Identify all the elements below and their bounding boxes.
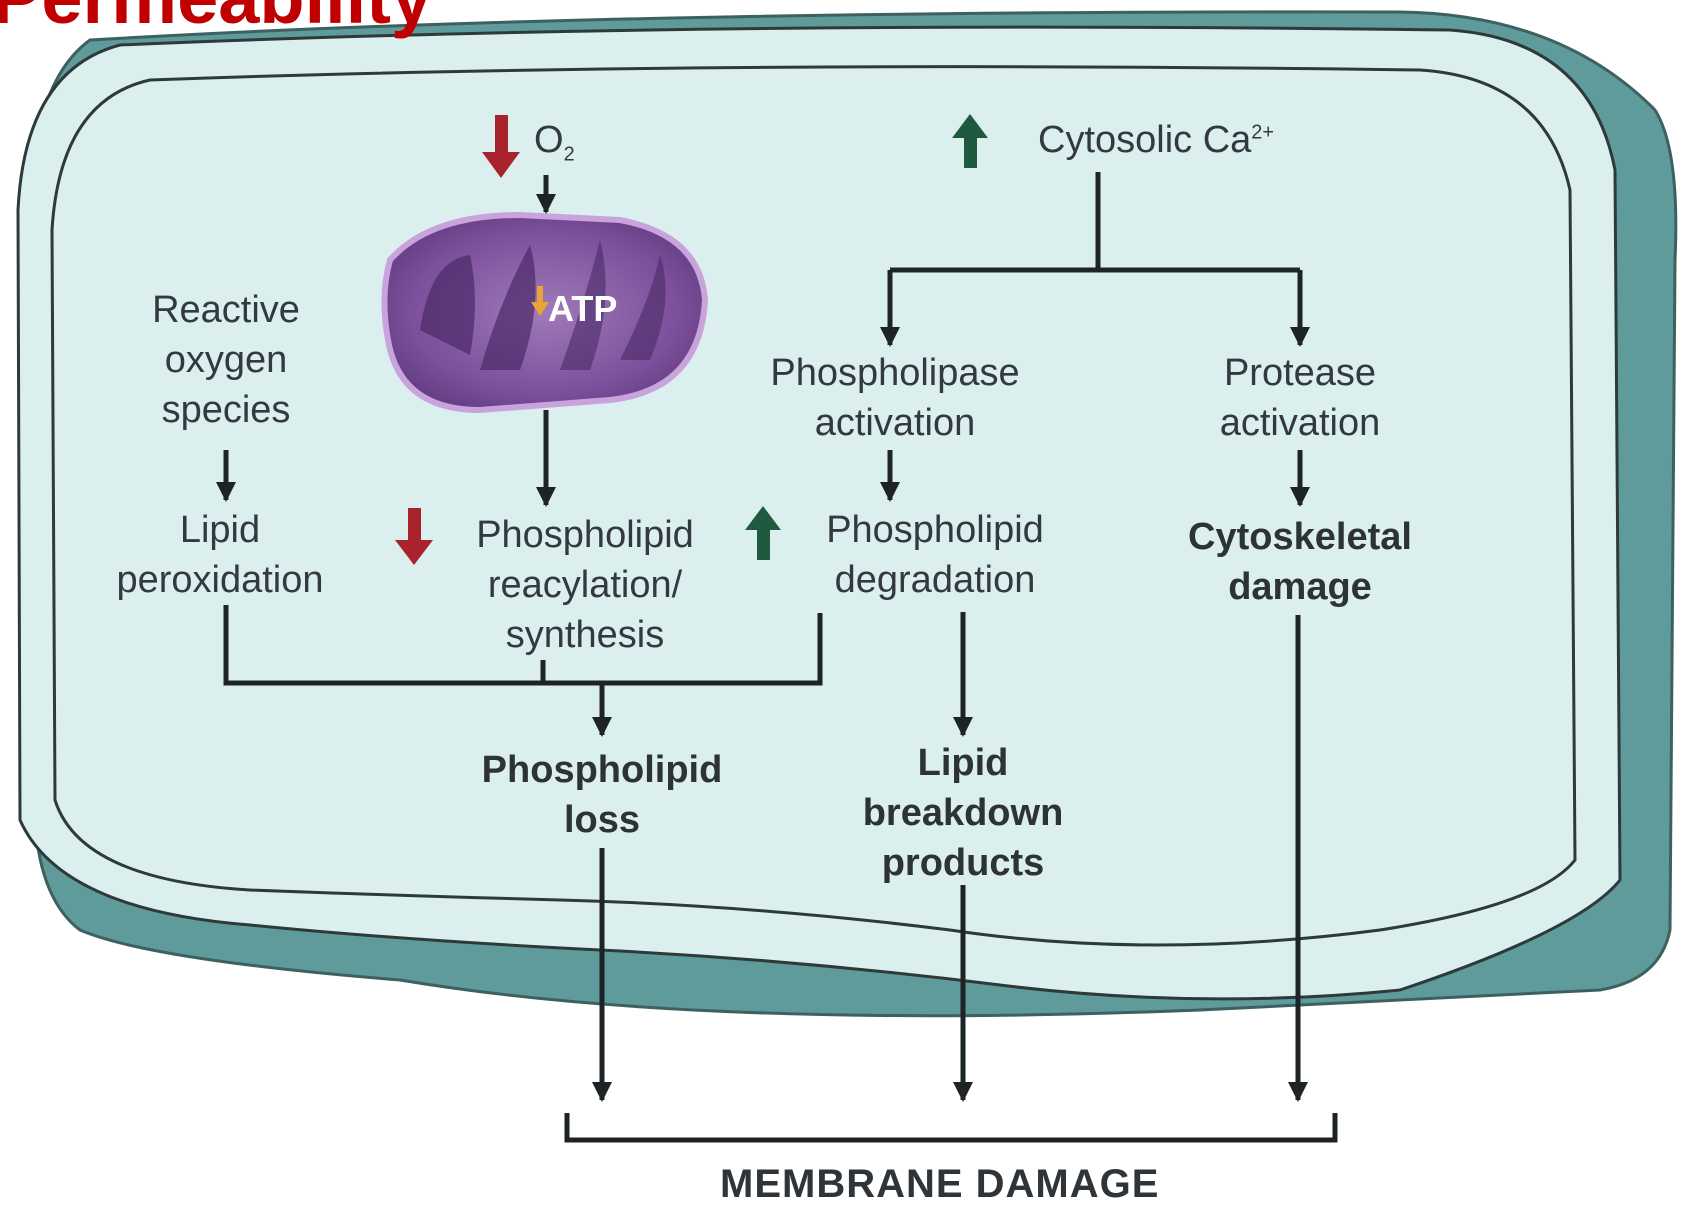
phospholipid-loss-line-1: Phospholipid bbox=[462, 745, 742, 795]
reacylation-line-1: Phospholipid bbox=[450, 510, 720, 560]
calcium-text: Cytosolic Ca bbox=[1038, 119, 1251, 161]
lipid-breakdown-line-3: products bbox=[843, 838, 1083, 888]
ros-line-2: oxygen bbox=[126, 335, 326, 385]
reacylation-node: Phospholipid reacylation/ synthesis bbox=[450, 510, 720, 660]
title-fragment: Permeability bbox=[0, 0, 432, 38]
cytosolic-calcium-label: Cytosolic Ca2+ bbox=[1038, 118, 1274, 162]
oxygen-symbol: O bbox=[534, 119, 564, 161]
cytoskeletal-line-1: Cytoskeletal bbox=[1170, 512, 1430, 562]
mitochondrion-organelle bbox=[384, 215, 705, 410]
phospholipid-loss-node: Phospholipid loss bbox=[462, 745, 742, 845]
ros-node: Reactive oxygen species bbox=[126, 285, 326, 435]
ros-line-3: species bbox=[126, 385, 326, 435]
atp-label: ATP bbox=[548, 288, 617, 330]
calcium-superscript: 2+ bbox=[1251, 121, 1274, 143]
lipid-breakdown-line-2: breakdown bbox=[843, 788, 1083, 838]
membrane-damage-label: MEMBRANE DAMAGE bbox=[720, 1162, 1159, 1207]
oxygen-label: O2 bbox=[534, 118, 575, 177]
lipid-breakdown-node: Lipid breakdown products bbox=[843, 738, 1083, 888]
phospholipase-line-2: activation bbox=[750, 398, 1040, 448]
phospholipid-degradation-node: Phospholipid degradation bbox=[800, 505, 1070, 605]
cytoskeletal-line-2: damage bbox=[1170, 562, 1430, 612]
lipid-peroxidation-line-2: peroxidation bbox=[95, 555, 345, 605]
protease-line-1: Protease bbox=[1190, 348, 1410, 398]
ros-line-1: Reactive bbox=[126, 285, 326, 335]
degradation-line-1: Phospholipid bbox=[800, 505, 1070, 555]
phospholipid-loss-line-2: loss bbox=[462, 795, 742, 845]
phospholipase-line-1: Phospholipase bbox=[750, 348, 1040, 398]
oxygen-subscript: 2 bbox=[564, 144, 575, 166]
phospholipase-node: Phospholipase activation bbox=[750, 348, 1040, 448]
lipid-peroxidation-node: Lipid peroxidation bbox=[95, 505, 345, 605]
cytoskeletal-damage-node: Cytoskeletal damage bbox=[1170, 512, 1430, 612]
reacylation-line-3: synthesis bbox=[450, 610, 720, 660]
lipid-breakdown-line-1: Lipid bbox=[843, 738, 1083, 788]
degradation-line-2: degradation bbox=[800, 555, 1070, 605]
reacylation-line-2: reacylation/ bbox=[450, 560, 720, 610]
lipid-peroxidation-line-1: Lipid bbox=[95, 505, 345, 555]
protease-node: Protease activation bbox=[1190, 348, 1410, 448]
protease-line-2: activation bbox=[1190, 398, 1410, 448]
